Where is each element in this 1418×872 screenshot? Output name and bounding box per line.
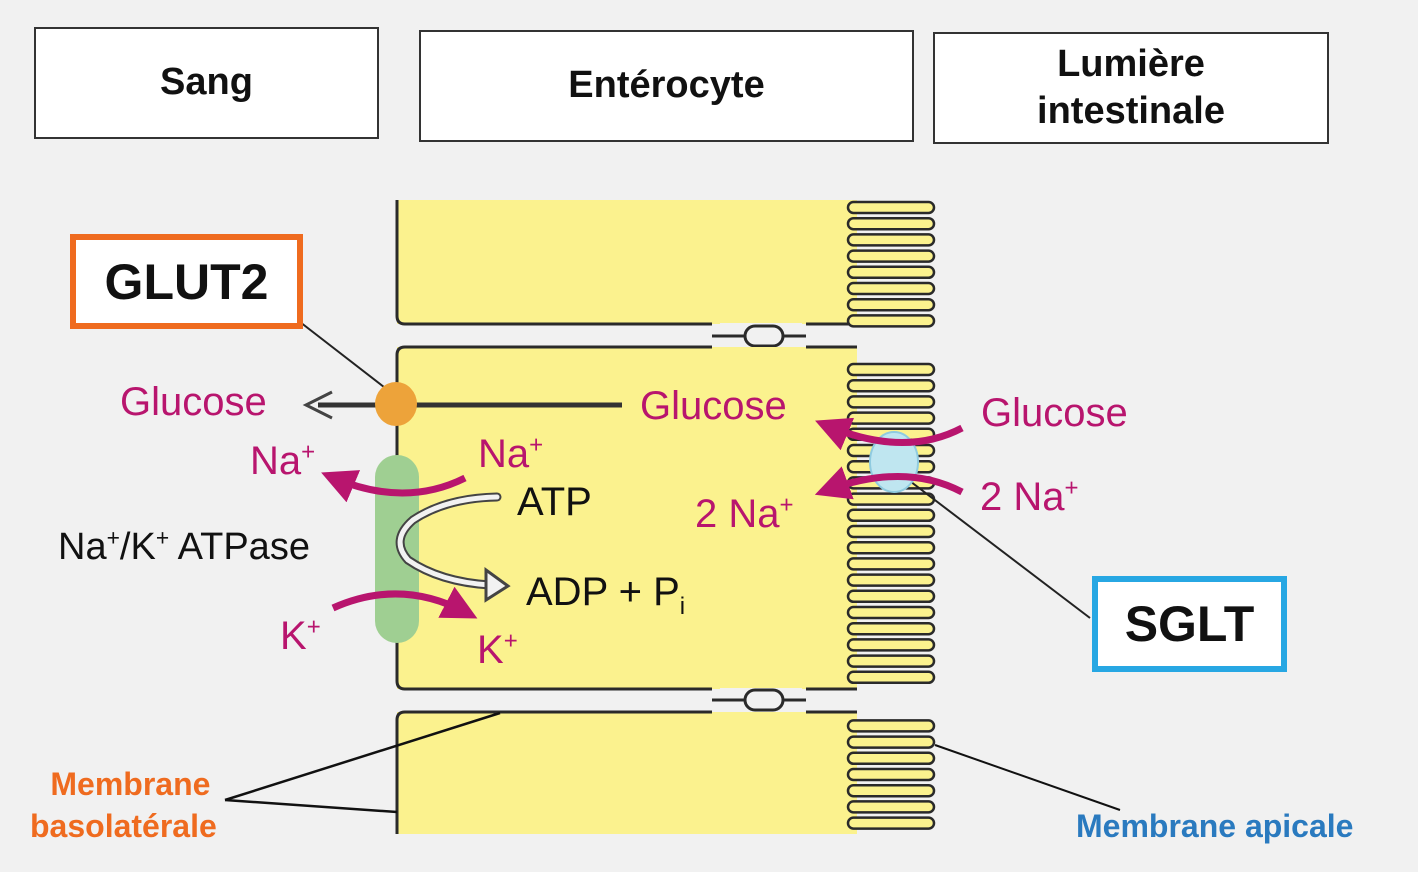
microvillus bbox=[846, 783, 936, 798]
microvillus bbox=[846, 735, 936, 749]
pi-subscript: i bbox=[679, 593, 686, 620]
adp-text: ADP + P bbox=[526, 570, 680, 614]
atp-label: ATP bbox=[517, 480, 592, 524]
atpase-na-text: Na bbox=[58, 526, 107, 568]
microvillus bbox=[846, 767, 936, 782]
two-na-cell-charge: + bbox=[779, 491, 794, 519]
basolateral-line2: basolatérale bbox=[30, 807, 217, 844]
microvillus bbox=[846, 508, 936, 523]
atpase-label: Na+/K+ ATPase bbox=[58, 526, 310, 568]
microvillus bbox=[846, 492, 936, 506]
microvillus bbox=[846, 216, 936, 231]
atp-hydrolysis-arrowhead bbox=[484, 567, 511, 603]
two-na-lumen-text: 2 Na bbox=[980, 475, 1065, 519]
microvillus bbox=[846, 281, 936, 296]
lower-cell bbox=[395, 710, 857, 834]
microvillus bbox=[846, 411, 936, 425]
header-enterocyte-label: Entérocyte bbox=[568, 64, 765, 107]
k-blood-charge: + bbox=[306, 613, 321, 641]
k-influx-arrow bbox=[331, 586, 478, 619]
microvillus bbox=[846, 589, 936, 604]
microvillus bbox=[846, 297, 936, 312]
microvillus bbox=[846, 378, 936, 393]
glucose-lumen-label: Glucose bbox=[981, 391, 1128, 435]
apical-pointer bbox=[934, 744, 1121, 811]
apical-membrane-label: Membrane apicale bbox=[1076, 808, 1354, 844]
two-na-cell-label: 2 Na+ bbox=[695, 491, 794, 536]
sglt-na-arrow bbox=[814, 466, 964, 500]
two-na-lumen-label: 2 Na+ bbox=[980, 474, 1079, 519]
microvillus bbox=[846, 540, 936, 555]
sglt-leader-line bbox=[897, 471, 1091, 619]
header-lumiere-line1: Lumière bbox=[1057, 42, 1205, 85]
na-efflux-arrow bbox=[321, 470, 467, 503]
microvillus bbox=[846, 314, 936, 328]
k-cell-label: K+ bbox=[477, 627, 518, 672]
glucose-cell-label: Glucose bbox=[640, 384, 787, 428]
header-sang: Sang bbox=[34, 27, 379, 139]
two-na-cell-text: 2 Na bbox=[695, 492, 780, 536]
microvillus bbox=[846, 654, 936, 668]
microvillus bbox=[846, 395, 936, 409]
basolateral-pointer-1 bbox=[224, 711, 501, 802]
header-lumiere-line2: intestinale bbox=[1037, 90, 1225, 132]
microvillus bbox=[846, 524, 936, 539]
glucose-blood-label: Glucose bbox=[120, 380, 267, 424]
microvillus bbox=[846, 233, 936, 247]
microvillus bbox=[846, 621, 936, 636]
junction-upper bbox=[712, 323, 806, 348]
basolateral-pointer-2 bbox=[224, 798, 398, 814]
atpase-k-text: /K bbox=[119, 526, 156, 568]
microvillus bbox=[846, 800, 936, 814]
atp-hydrolysis-arrow bbox=[397, 494, 500, 588]
sglt-glucose-arrow bbox=[815, 417, 964, 451]
microvillus bbox=[846, 265, 936, 280]
junction-lower bbox=[712, 688, 806, 712]
sglt-label-box: SGLT bbox=[1092, 576, 1287, 672]
microvillus bbox=[846, 816, 936, 830]
microvilli-brush-border bbox=[846, 200, 936, 830]
na-blood-charge: + bbox=[301, 438, 316, 466]
microvillus bbox=[846, 557, 936, 571]
sglt-label: SGLT bbox=[1124, 596, 1255, 652]
k-blood-label: K+ bbox=[280, 613, 321, 658]
atpase-word: ATPase bbox=[169, 526, 310, 568]
na-blood-text: Na bbox=[250, 439, 302, 483]
k-cell-charge: + bbox=[503, 627, 518, 655]
na-blood-label: Na+ bbox=[250, 438, 316, 483]
microvillus bbox=[846, 751, 936, 766]
microvillus bbox=[846, 573, 936, 587]
glut2-label-box: GLUT2 bbox=[70, 234, 303, 329]
header-enterocyte: Entérocyte bbox=[419, 30, 914, 142]
glut2-leader-line bbox=[299, 321, 394, 395]
glut2-protein bbox=[375, 382, 417, 426]
basolateral-line1: Membrane bbox=[50, 766, 211, 802]
na-cell-charge: + bbox=[529, 431, 544, 459]
glut2-label: GLUT2 bbox=[104, 253, 269, 310]
k-cell-text: K bbox=[477, 628, 504, 672]
microvillus bbox=[846, 719, 936, 733]
na-cell-label: Na+ bbox=[478, 431, 544, 476]
header-sang-label: Sang bbox=[160, 61, 253, 104]
microvillus bbox=[846, 638, 936, 652]
adp-label: ADP + Pi bbox=[526, 570, 685, 619]
atpase-k-charge: + bbox=[155, 524, 170, 551]
atpase-na-charge: + bbox=[106, 524, 120, 551]
microvillus bbox=[846, 249, 936, 263]
microvillus bbox=[846, 200, 936, 215]
microvillus bbox=[846, 605, 936, 620]
na-cell-text: Na bbox=[478, 432, 530, 476]
microvillus bbox=[846, 362, 936, 377]
basolateral-membrane-label: Membrane basolatérale bbox=[30, 764, 217, 847]
header-lumiere: Lumière intestinale bbox=[933, 32, 1329, 144]
k-blood-text: K bbox=[280, 614, 307, 658]
glucose-exit-arrowhead bbox=[302, 390, 333, 420]
microvillus bbox=[846, 670, 936, 685]
upper-cell bbox=[395, 200, 857, 326]
two-na-lumen-charge: + bbox=[1064, 474, 1079, 502]
